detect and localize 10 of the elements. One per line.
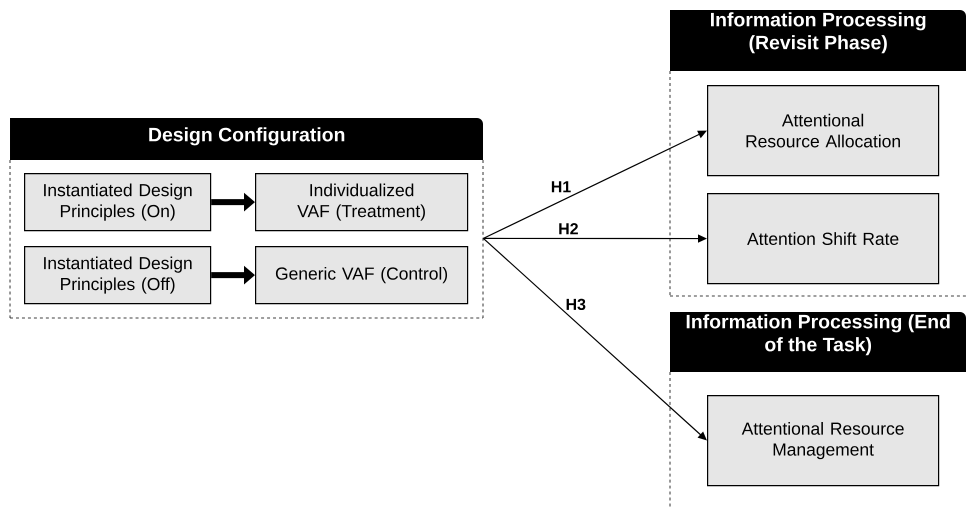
process-box: Attentional Resource Management	[707, 395, 940, 486]
process-box: Instantiated Design Principles (Off)	[24, 246, 212, 304]
edge-label: H1	[552, 181, 571, 192]
process-box: Attentional Resource Allocation	[707, 85, 940, 176]
process-box: Generic VAF (Control)	[255, 246, 468, 304]
process-box: Instantiated Design Principles (On)	[24, 173, 212, 232]
process-box: Individualized VAF (Treatment)	[255, 173, 468, 232]
process-box: Attention Shift Rate	[707, 193, 940, 284]
edge-label: H3	[566, 298, 586, 310]
edge-label: H2	[559, 223, 578, 234]
